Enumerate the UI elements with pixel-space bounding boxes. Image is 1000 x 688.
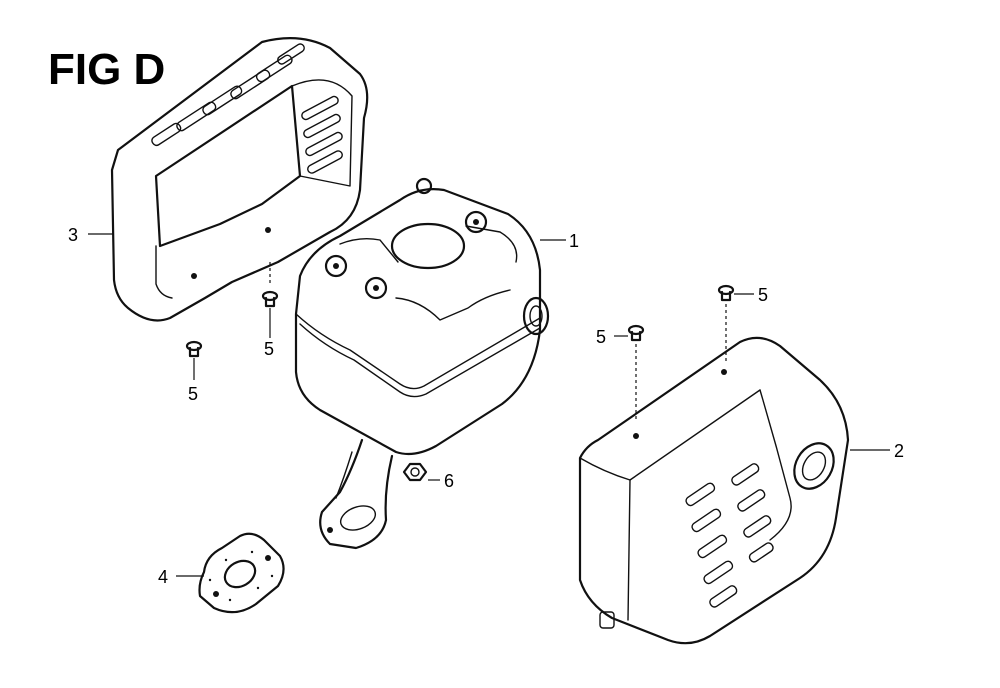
- leader-lines: [88, 233, 890, 577]
- callout-5-b: 5: [188, 384, 198, 404]
- callout-5-a: 5: [264, 339, 274, 359]
- screw-part-5-c: [717, 284, 735, 302]
- nut-part-6: [402, 462, 428, 482]
- screw-part-5-a: [261, 290, 279, 308]
- muffler-protector-part-2: [578, 336, 850, 645]
- callout-1: 1: [569, 231, 579, 251]
- screw-part-5-b: [185, 340, 203, 358]
- callout-6: 6: [444, 471, 454, 491]
- callout-labels: 3 1 2 4 6 5 5 5 5: [68, 225, 904, 587]
- muffler-cover-part-3: [110, 37, 369, 322]
- callout-5-c: 5: [758, 285, 768, 305]
- gasket-part-4: [198, 532, 285, 614]
- callout-4: 4: [158, 567, 168, 587]
- callout-5-d: 5: [596, 327, 606, 347]
- callout-2: 2: [894, 441, 904, 461]
- muffler-part-1: [294, 177, 550, 550]
- figure-title: FIG D: [48, 45, 165, 94]
- callout-3: 3: [68, 225, 78, 245]
- screw-part-5-d: [627, 324, 645, 342]
